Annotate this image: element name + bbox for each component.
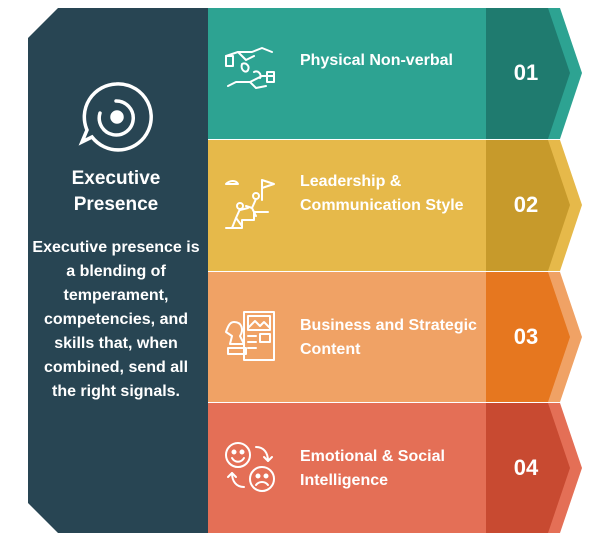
item-3-label: Business and Strategic Content: [300, 317, 477, 358]
panel-title: Executive Presence: [71, 168, 161, 215]
item-business-strategic: Business and Strategic Content 03: [208, 272, 538, 402]
item-1-number: 01: [513, 60, 539, 85]
item-2-number: 02: [513, 192, 539, 217]
panel-description: Executive presence is a blending of temp…: [32, 239, 200, 400]
emotions-icon: [225, 442, 275, 492]
row-band-2: [208, 140, 582, 271]
left-panel: [28, 8, 208, 533]
row-band-1: [208, 8, 582, 139]
item-4-label: Emotional & Social Intelligence: [300, 448, 445, 489]
item-2-label: Leadership & Communication Style: [300, 173, 464, 214]
row-band-3: [208, 272, 582, 402]
handshake-icon: [225, 47, 275, 89]
item-1-label: Physical Non-verbal: [300, 52, 453, 69]
item-leadership-communication: Leadership & Communication Style 02: [208, 140, 538, 271]
item-4-number: 04: [513, 455, 539, 480]
item-physical-nonverbal: Physical Non-verbal 01: [208, 8, 538, 139]
item-emotional-social: Emotional & Social Intelligence 04: [208, 403, 538, 533]
speech-target-icon: [78, 82, 153, 152]
chess-strategy-icon: [225, 311, 275, 361]
climbing-flag-icon: [225, 179, 275, 229]
item-3-number: 03: [513, 324, 539, 349]
row-band-4: [208, 403, 582, 533]
